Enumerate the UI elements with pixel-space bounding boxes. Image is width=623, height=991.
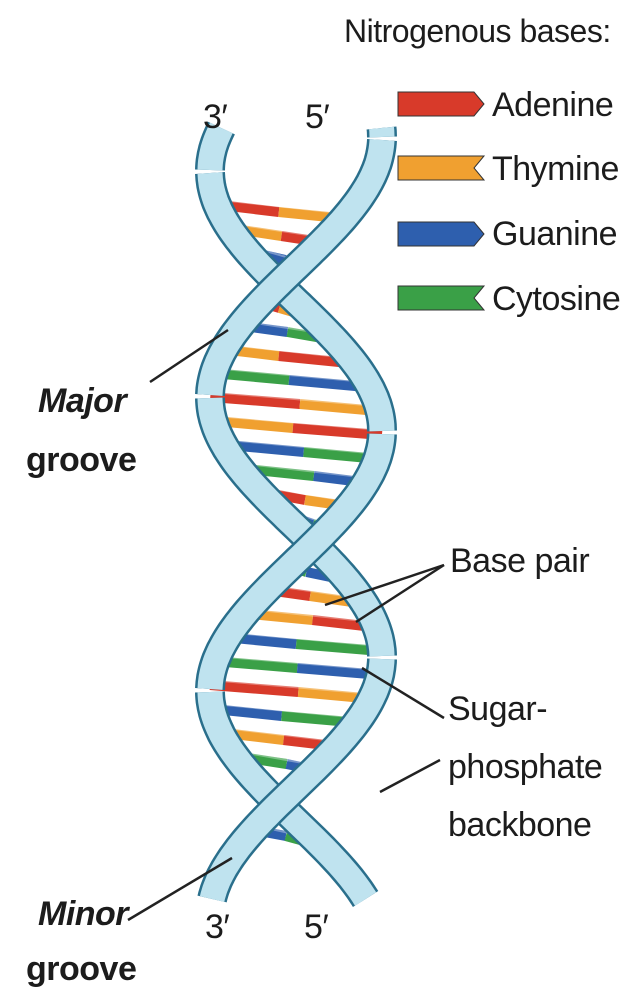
legend-label-guanine: Guanine — [492, 215, 617, 253]
strand-end-bottom-right: 5′ — [304, 908, 328, 946]
legend-label-adenine: Adenine — [492, 86, 613, 124]
legend-swatch-thymine — [398, 156, 484, 180]
backbone-label-line2: phosphate — [448, 748, 602, 786]
legend-swatch-guanine — [398, 222, 484, 246]
backbone-strand-b — [382, 128, 383, 137]
minor-groove-label-line1: Minor — [38, 895, 128, 933]
legend-title: Nitrogenous bases: — [344, 14, 611, 50]
leader-line — [380, 760, 440, 792]
legend-swatch-adenine — [398, 92, 484, 116]
legend-swatch-cytosine — [398, 286, 484, 310]
legend-icons-layer — [398, 92, 484, 310]
backbone-label-line1: Sugar- — [448, 690, 547, 728]
strand-end-bottom-left: 3′ — [205, 908, 229, 946]
legend-label-cytosine: Cytosine — [492, 280, 620, 318]
major-groove-label-line1: Major — [38, 382, 126, 420]
strand-end-top-left: 3′ — [203, 98, 227, 136]
base-pair-label: Base pair — [450, 542, 589, 580]
legend-label-thymine: Thymine — [492, 150, 619, 188]
backbone-label-line3: backbone — [448, 806, 591, 844]
major-groove-label-line2: groove — [26, 441, 136, 479]
strand-end-top-right: 5′ — [305, 98, 329, 136]
minor-groove-label-line2: groove — [26, 950, 136, 988]
backbone-layer — [210, 128, 382, 899]
